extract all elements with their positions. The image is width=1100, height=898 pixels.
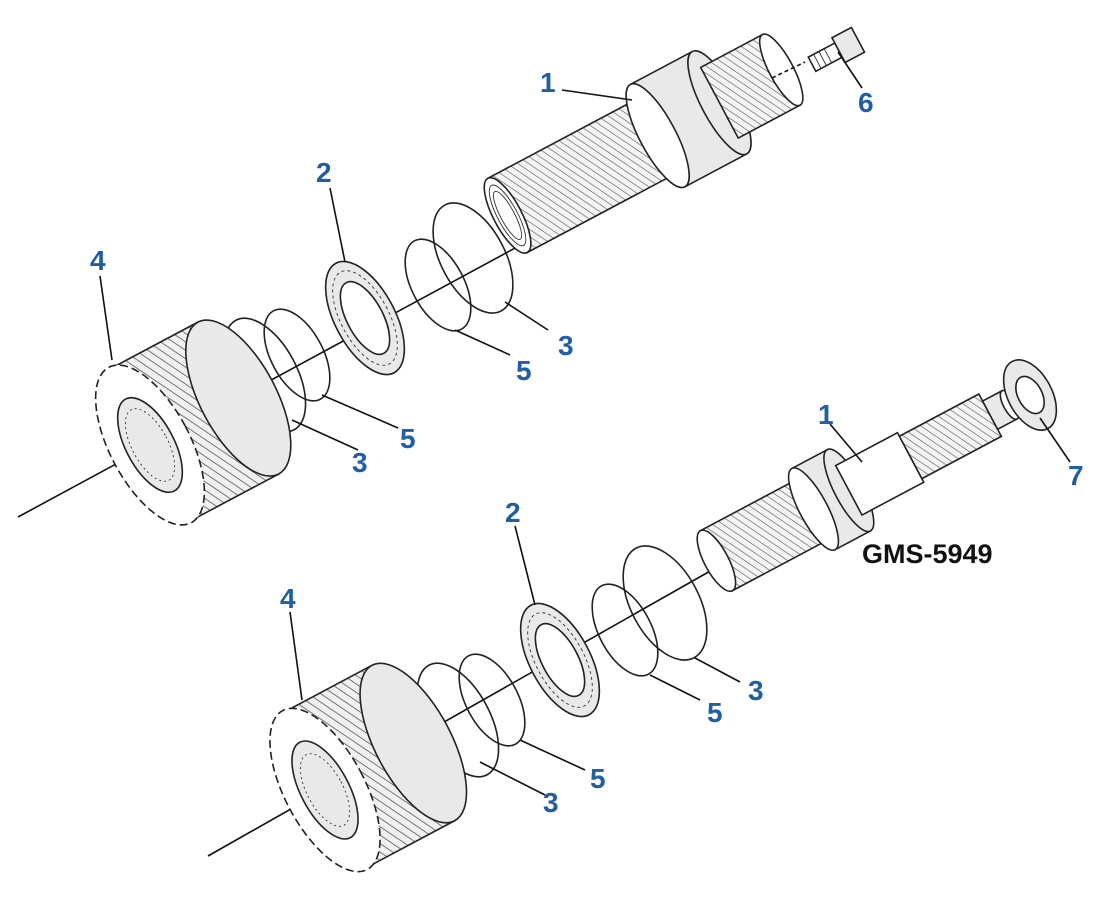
bottom-bearing <box>519 602 601 718</box>
bottom-snapring-inner-left <box>458 653 526 747</box>
callout-top-bolt: 6 <box>858 87 874 118</box>
top-bearing <box>324 260 406 376</box>
top-snapring-inner-left <box>263 308 331 402</box>
top-gear <box>94 319 292 526</box>
bottom-assembly <box>207 359 1058 873</box>
top-assembly <box>17 26 866 526</box>
bottom-shaft <box>696 389 1020 593</box>
callout-top-snapring-inner-right: 5 <box>516 355 532 386</box>
callout-bottom-bearing: 2 <box>505 497 521 528</box>
callout-bottom-snapring-inner-right: 5 <box>707 697 723 728</box>
callout-bottom-snapring-inner-left: 5 <box>590 763 606 794</box>
callout-top-snapring-right: 3 <box>558 330 574 361</box>
bottom-gear <box>269 662 468 873</box>
callout-top-bearing: 2 <box>316 157 332 188</box>
callouts: 1 2 3 4 5 6 5 3 1 7 2 4 3 5 5 3 <box>90 67 1084 818</box>
top-bolt <box>807 26 866 73</box>
bottom-snapring-inner-right <box>591 583 659 677</box>
top-axis-line <box>17 239 531 518</box>
callout-bottom-snapring-right: 3 <box>748 675 764 706</box>
top-shaft <box>483 33 804 254</box>
callout-top-shaft: 1 <box>540 67 556 98</box>
callout-bottom-shaft: 1 <box>818 399 834 430</box>
callout-top-snapring-inner-left: 5 <box>400 423 416 454</box>
bottom-snapring-right <box>622 545 708 661</box>
callout-bottom-nut: 7 <box>1068 460 1084 491</box>
top-snapring-inner-right <box>404 238 472 332</box>
callout-bottom-gear: 4 <box>280 583 296 614</box>
leader-lines <box>99 51 1071 796</box>
callout-top-gear: 4 <box>90 245 106 276</box>
top-snapring-right <box>432 202 514 314</box>
callout-bottom-snapring-left: 3 <box>543 787 559 818</box>
figure-id: GMS-5949 <box>862 539 993 569</box>
callout-top-snapring-left: 3 <box>352 447 368 478</box>
